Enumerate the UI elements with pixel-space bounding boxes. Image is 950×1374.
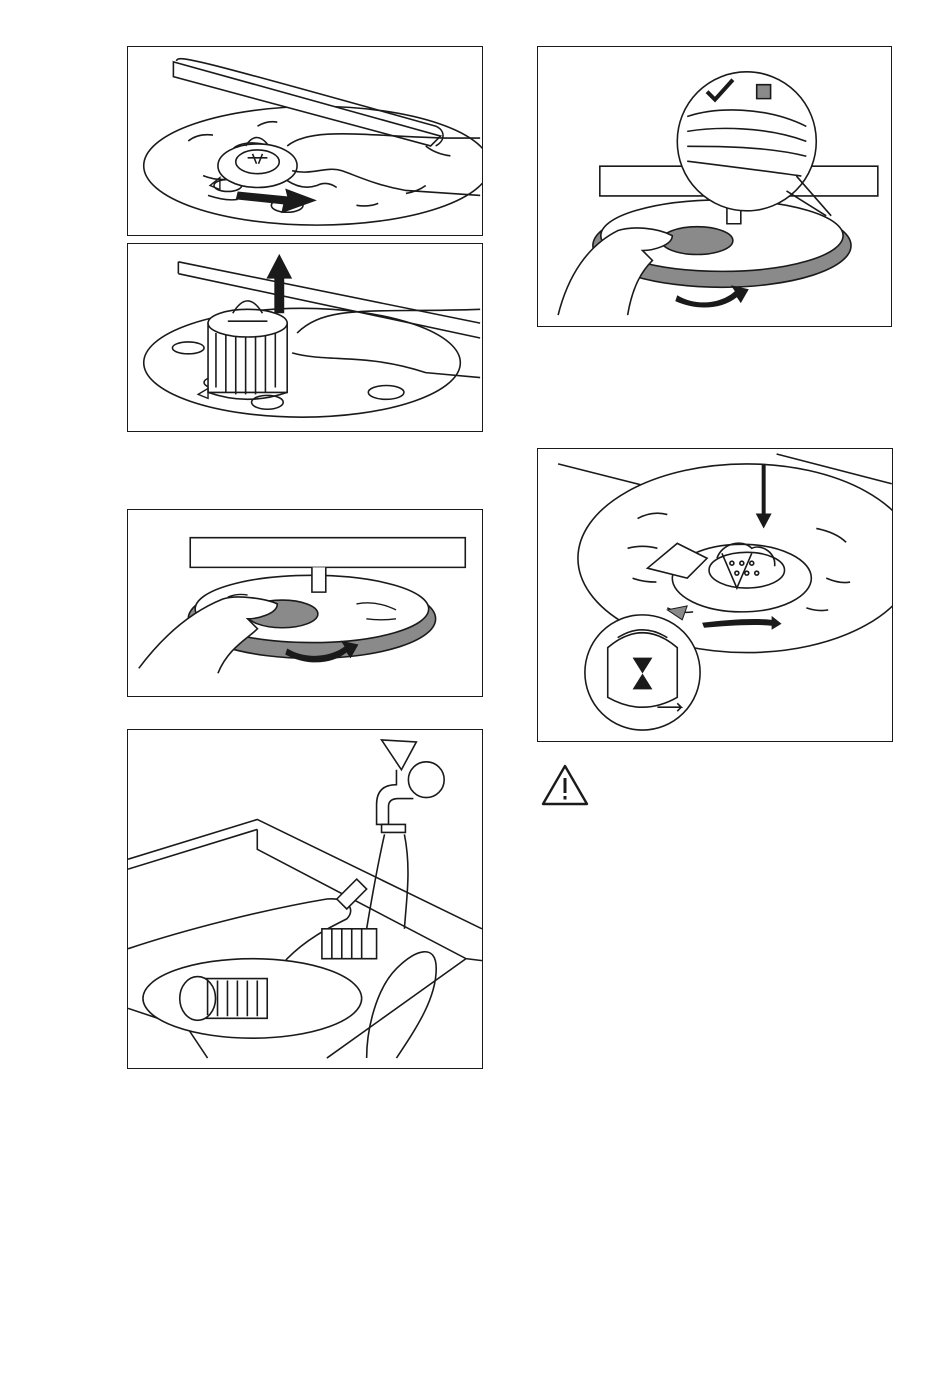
rinse-filters-illustration: [128, 730, 482, 1068]
insert-lock-filter-illustration: [538, 449, 892, 741]
figure-reinstall-flat-filter: [537, 46, 892, 327]
turn-filter-illustration: [128, 47, 482, 235]
lift-filter-illustration: [128, 244, 482, 431]
figure-rinse-filters: [127, 729, 483, 1069]
reinstall-flat-filter-illustration: [538, 47, 891, 326]
figure-insert-lock-filter: [537, 448, 893, 742]
figure-remove-flat-filter: [127, 509, 483, 697]
remove-flat-filter-illustration: [128, 510, 482, 696]
figure-lift-filter: [127, 243, 483, 432]
warning-triangle-icon: [540, 763, 590, 807]
figure-turn-filter: [127, 46, 483, 236]
